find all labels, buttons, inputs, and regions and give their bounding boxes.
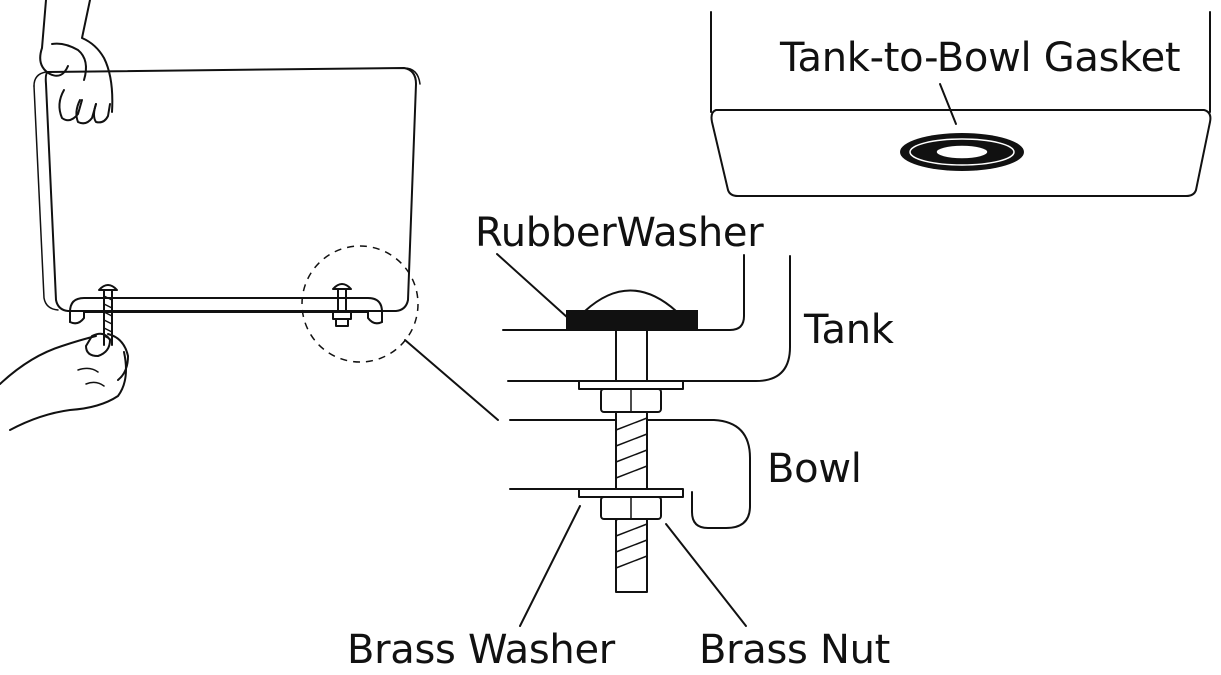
upper-hand-palm <box>81 0 114 113</box>
bowl-rim <box>69 297 383 323</box>
label-rubber-washer: RubberWasher <box>475 210 764 256</box>
lower-hand-finger <box>107 333 129 381</box>
lower-hand-thumb <box>85 332 111 357</box>
brass-washer <box>578 488 684 498</box>
tank-washer <box>578 380 684 390</box>
rubber-washer <box>566 310 698 331</box>
label-tank-to-bowl-gasket: Tank-to-Bowl Gasket <box>780 35 1181 81</box>
bolt-head-dome <box>584 289 677 312</box>
label-brass-nut: Brass Nut <box>699 627 891 673</box>
detail-callout-circle <box>301 245 419 363</box>
lower-hand-arm <box>0 335 97 385</box>
tank-edge-right <box>403 67 421 85</box>
brass-nut-leader <box>665 523 747 627</box>
bolt-cross-section <box>496 253 791 627</box>
bowl-profile <box>509 419 751 529</box>
upper-hand-finger <box>58 89 83 122</box>
brass-washer-leader <box>519 505 581 627</box>
gasket-hole <box>935 144 989 160</box>
left-bolt-threads <box>103 295 113 341</box>
bolt-shank <box>615 331 648 383</box>
bowl-rim-inner <box>69 311 383 325</box>
upper-hand-finger <box>93 103 111 124</box>
gasket-leader-line <box>939 83 957 125</box>
lower-hand-arm <box>9 351 127 431</box>
tank-assembly-illustration <box>0 0 499 431</box>
right-bolt-nut <box>332 311 352 320</box>
lower-hand-creases <box>77 367 105 387</box>
tank-inner-wall <box>502 254 745 331</box>
upper-hand-thumb <box>39 0 69 77</box>
gasket-ring-highlight <box>909 138 1015 166</box>
tank-bottom-outline <box>710 109 1212 197</box>
rubber-washer-leader <box>496 253 569 319</box>
tank-outer-wall <box>507 255 791 382</box>
detail-callout-line <box>404 339 499 421</box>
tank-side-left <box>33 85 59 311</box>
tank-body-outline <box>44 67 417 312</box>
upper-hand-finger <box>75 99 97 125</box>
label-bowl: Bowl <box>767 446 862 492</box>
label-tank: Tank <box>804 307 894 353</box>
right-bolt-nut <box>335 318 349 327</box>
upper-hand-knuckle <box>51 42 87 81</box>
left-bolt-head <box>98 284 118 291</box>
label-brass-washer: Brass Washer <box>347 627 615 673</box>
tank-edge-left <box>33 71 47 87</box>
right-bolt-head <box>332 283 352 290</box>
tank-bottom-illustration <box>710 11 1212 197</box>
